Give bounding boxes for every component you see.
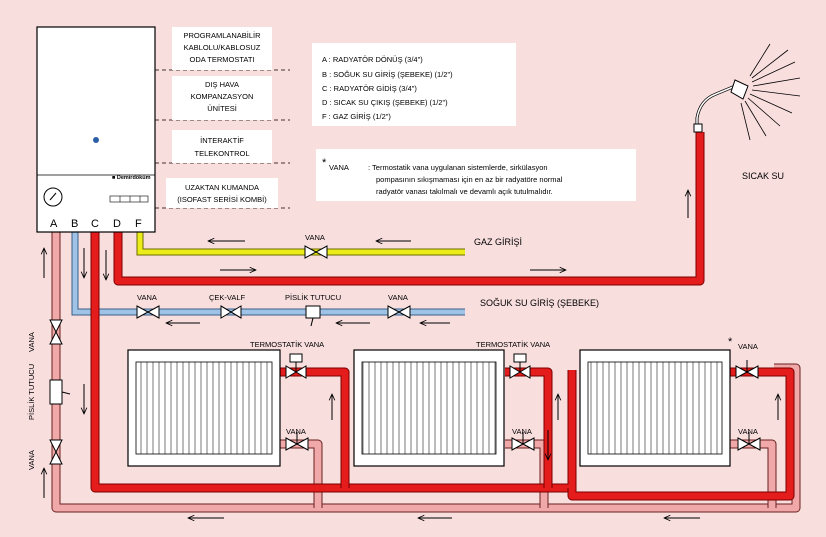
radiator-3-return-valve-label: VANA [738, 427, 758, 436]
left-dirt-trap-label: PİSLİK TUTUCU [27, 364, 36, 420]
cold-valve-1-label: VANA [137, 293, 157, 302]
note-line3: radyatör vanası takılmalı ve devamlı açı… [376, 187, 553, 196]
accessory-remote-line2: (ISOFAST SERİSİ KOMBİ) [177, 195, 267, 204]
thermostatic-valve-1-label: TERMOSTATİK VANA [250, 340, 324, 349]
legend-c: C : RADYATÖR GİDİŞ (3/4") [322, 84, 417, 93]
left-top-valve-icon [49, 319, 63, 345]
gas-valve-icon [304, 245, 328, 259]
thermostatic-valve-1-icon [285, 353, 307, 379]
legend-d: D : SICAK SU ÇIKIŞ (ŞEBEKE) (1/2") [322, 98, 448, 107]
thermostatic-valve-2-icon [509, 353, 531, 379]
gas-valve-label: VANA [305, 233, 325, 242]
connection-label-b: B [71, 218, 78, 230]
accessory-outdoor-line1: DIŞ HAVA [205, 80, 239, 89]
radiator-2 [353, 349, 505, 467]
radiator-1-return-valve-label: VANA [286, 427, 306, 436]
connection-label-c: C [91, 218, 99, 230]
note-title: VANA [329, 163, 349, 172]
radiator-2-return-valve-label: VANA [512, 427, 532, 436]
hot-water-label: SICAK SU [742, 171, 784, 181]
flow-arrows [44, 190, 778, 518]
accessory-remote-line1: UZAKTAN KUMANDA [185, 183, 259, 192]
check-valve-label: ÇEK-VALF [209, 293, 246, 302]
note-line1: : Termostatik vana uygulanan sistemlerde… [368, 163, 548, 172]
radiator-2-return-valve-icon [511, 432, 535, 451]
radiator-3 [579, 349, 731, 467]
cold-water-valve-1-icon [136, 305, 160, 319]
accessory-telecontrol-line2: TELEKONTROL [194, 149, 249, 158]
connection-label-f: F [135, 218, 142, 230]
dirt-trap-icon [305, 305, 321, 327]
radiator-3-return-valve-icon [737, 432, 761, 451]
cold-valve-2-label: VANA [388, 293, 408, 302]
valve-note: * VANA : Termostatik vana uygulanan sist… [316, 149, 636, 201]
radiator-3-valve-icon [735, 360, 759, 379]
radiator-3-valve-label: VANA [738, 342, 758, 351]
gas-pipe [136, 232, 465, 256]
left-bottom-valve-label: VANA [27, 450, 36, 470]
shower-head-icon [693, 43, 801, 141]
accessory-outdoor-line2: KOMPANZASYON [191, 92, 254, 101]
radiator-1-return-valve-icon [285, 432, 309, 451]
accessory-telecontrol-line1: İNTERAKTİF [200, 136, 244, 145]
connection-label-a: A [50, 218, 58, 230]
legend-a: A : RADYATÖR DÖNÜŞ (3/4") [322, 55, 423, 64]
legend-b: B : SOĞUK SU GİRİŞ (ŞEBEKE) (1/2") [322, 70, 453, 79]
note-marker: * [322, 157, 327, 169]
star-valve-marker: * [728, 336, 733, 348]
accessory-thermostat-line2: KABLOLU/KABLOSUZ [184, 43, 261, 52]
control-buttons-icon [109, 195, 149, 203]
boiler-brand: ■ Demirdöküm [112, 175, 151, 181]
dirt-trap-label: PİSLİK TUTUCU [285, 293, 341, 302]
left-dirt-trap-icon [49, 379, 71, 405]
cold-water-entry-label: SOĞUK SU GİRİŞ (ŞEBEKE) [480, 298, 599, 308]
accessory-labels: PROGRAMLANABİLİR KABLOLU/KABLOSUZ ODA TE… [166, 27, 278, 208]
left-bottom-valve-icon [49, 439, 63, 465]
gas-entry-label: GAZ GİRİŞİ [474, 237, 522, 247]
note-line2: pompasının sıkışmaması için en az bir ra… [376, 175, 563, 184]
cold-water-valve-2-icon [387, 305, 411, 319]
accessory-outdoor-line3: ÜNİTESİ [207, 104, 237, 113]
accessory-thermostat-line1: PROGRAMLANABİLİR [183, 31, 261, 40]
thermostatic-valve-2-label: TERMOSTATİK VANA [476, 340, 550, 349]
connection-label-d: D [113, 218, 121, 230]
supply-pipes [90, 132, 795, 501]
cold-water-pipe [71, 232, 465, 316]
check-valve-icon [220, 305, 242, 319]
accessory-thermostat-line3: ODA TERMOSTATI [189, 55, 254, 64]
boiler-status-led [93, 137, 99, 143]
radiator-1 [127, 349, 281, 467]
left-top-valve-label: VANA [27, 332, 36, 352]
connection-legend: A : RADYATÖR DÖNÜŞ (3/4") B : SOĞUK SU G… [312, 43, 516, 126]
boiler-unit: ■ Demirdöküm A B C D F [36, 26, 156, 233]
legend-f: F : GAZ GİRİŞ (1/2") [322, 112, 391, 121]
